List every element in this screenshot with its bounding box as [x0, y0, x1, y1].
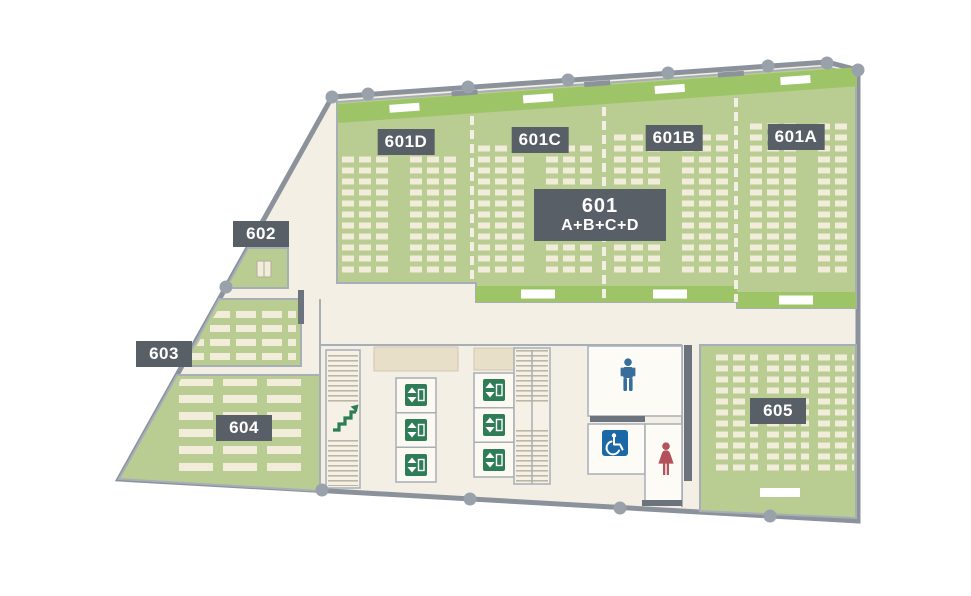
elevator-icon: [483, 414, 505, 436]
room-605-area: [699, 344, 857, 520]
wall-bar-605: [684, 345, 692, 481]
restrooms: [587, 345, 683, 506]
hall-601bc-back-band: [476, 286, 737, 302]
elevator-icon: [483, 449, 505, 471]
room-label-604: 604: [216, 415, 272, 441]
elevator-bank-middle: [473, 372, 515, 478]
stairwell-middle: [513, 347, 551, 485]
room-label-601b: 601B: [645, 125, 703, 151]
elevator-bank-left: [395, 377, 437, 483]
elevator-icon: [405, 454, 427, 476]
hall-601-partitions: [470, 98, 738, 302]
room-label-601-combined: 601 A+B+C+D: [534, 189, 666, 241]
elevator-icon: [405, 419, 427, 441]
room-601-sections: A+B+C+D: [561, 217, 639, 235]
wall-bar-left-corridor: [298, 290, 304, 324]
room-603-area: [181, 298, 302, 367]
core-area: [298, 290, 692, 507]
mens-restroom-room: [587, 345, 683, 417]
accessible-restroom-icon: [602, 430, 628, 456]
room-605-stage: [760, 488, 800, 497]
hall-601-area: [336, 65, 858, 309]
elevator-icon: [483, 379, 505, 401]
room-label-603: 603: [136, 341, 192, 367]
room-label-601d: 601D: [377, 129, 435, 155]
elevator-icon: [405, 384, 427, 406]
stairwell-left: [325, 349, 361, 489]
room-label-605: 605: [750, 398, 806, 424]
room-label-601a: 601A: [767, 124, 825, 150]
room-601-number: 601: [581, 194, 619, 217]
room-label-601c: 601C: [511, 127, 569, 153]
room-label-602: 602: [233, 221, 289, 247]
room-602-area: [224, 247, 289, 289]
pillar-columns: [219, 56, 865, 523]
